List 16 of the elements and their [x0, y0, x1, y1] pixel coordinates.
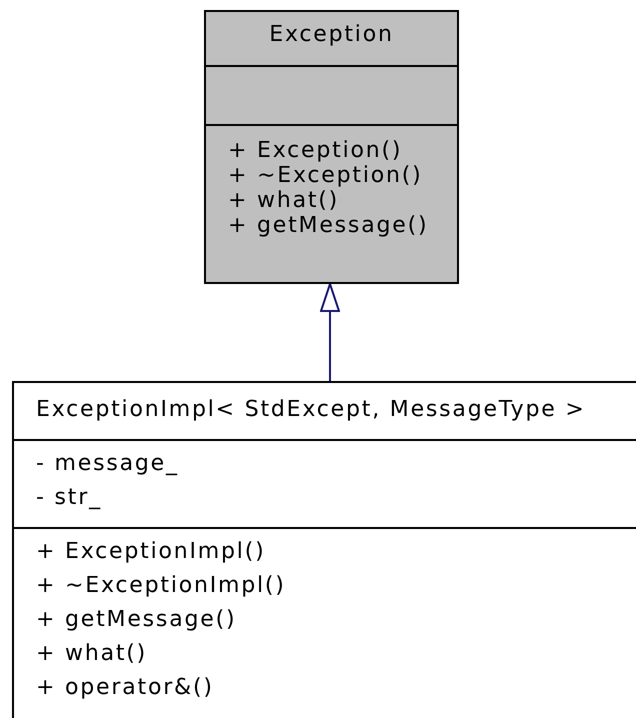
method-text: + Exception(): [228, 138, 402, 163]
class-box: [204, 10, 459, 284]
inheritance-arrow: [320, 283, 340, 381]
method-text: + ExceptionImpl(): [36, 538, 266, 566]
class-name: Exception: [269, 22, 394, 47]
class-box: [12, 381, 636, 718]
method-text: + operator&(): [36, 674, 214, 702]
class-name: ExceptionImpl< StdExcept, MessageType >: [36, 396, 586, 424]
attribute-text: - str_: [36, 484, 102, 512]
method-text: + ~ExceptionImpl(): [36, 572, 286, 600]
method-text: + what(): [36, 640, 148, 668]
method-text: + getMessage(): [36, 606, 236, 634]
attribute-text: - message_: [36, 450, 179, 478]
method-text: + ~Exception(): [228, 163, 422, 188]
method-text: + what(): [228, 188, 340, 213]
method-text: + getMessage(): [228, 213, 428, 238]
